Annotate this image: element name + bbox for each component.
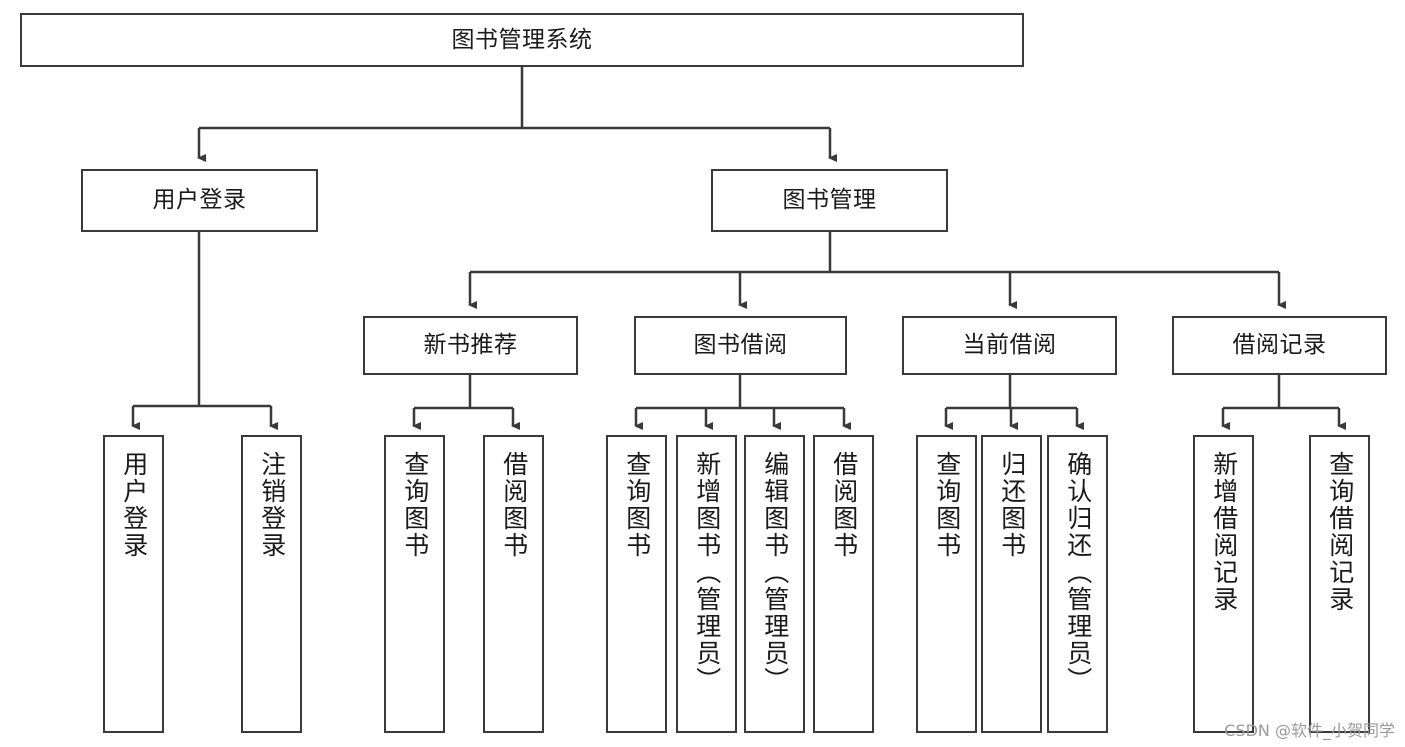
node-label: 查询图书 [932,451,962,559]
node-leaf-query-book-current[interactable]: 查询图书 [916,435,977,733]
node-label: 借阅图书 [829,451,859,559]
node-label: 图书借阅 [693,332,788,358]
node-label: 新增借阅记录 [1209,451,1239,613]
node-label: 图书管理系统 [451,26,593,53]
node-label: 查询图书 [622,451,652,559]
node-label: 归还图书 [997,451,1027,559]
node-label: 确认归还（管理员） [1063,451,1093,694]
node-label: 当前借阅 [962,332,1057,358]
node-leaf-borrow-book[interactable]: 借阅图书 [813,435,874,733]
node-borrow-record[interactable]: 借阅记录 [1172,316,1387,375]
node-label: 查询借阅记录 [1325,451,1355,613]
node-label: 新增图书（管理员） [692,451,722,694]
node-book-borrow[interactable]: 图书借阅 [634,316,847,375]
node-label: 借阅图书 [499,451,529,559]
node-label: 图书管理 [782,187,877,213]
node-leaf-add-book-admin[interactable]: 新增图书（管理员） [676,435,737,733]
node-root-book-management-system[interactable]: 图书管理系统 [20,13,1024,67]
node-leaf-user-login[interactable]: 用户登录 [103,435,164,733]
node-leaf-borrow-book-recommend[interactable]: 借阅图书 [483,435,544,733]
node-label: 注销登录 [257,451,287,559]
node-label: 编辑图书（管理员） [760,451,790,694]
node-user-login[interactable]: 用户登录 [81,169,318,232]
node-leaf-query-book-borrow[interactable]: 查询图书 [606,435,667,733]
node-leaf-edit-book-admin[interactable]: 编辑图书（管理员） [744,435,805,733]
node-label: 查询图书 [400,451,430,559]
node-current-borrow[interactable]: 当前借阅 [902,316,1117,375]
node-leaf-return-book[interactable]: 归还图书 [981,435,1042,733]
node-leaf-logout[interactable]: 注销登录 [241,435,302,733]
node-new-book-recommend[interactable]: 新书推荐 [363,316,578,375]
node-label: 用户登录 [119,451,149,559]
node-leaf-confirm-return-admin[interactable]: 确认归还（管理员） [1047,435,1108,733]
node-leaf-query-borrow-record[interactable]: 查询借阅记录 [1309,435,1370,733]
node-leaf-query-book-recommend[interactable]: 查询图书 [384,435,445,733]
node-label: 用户登录 [152,187,247,213]
node-book-management[interactable]: 图书管理 [711,169,948,232]
watermark-text: CSDN @软件_小贺同学 [1224,721,1395,740]
node-label: 新书推荐 [423,332,518,358]
node-leaf-add-borrow-record[interactable]: 新增借阅记录 [1193,435,1254,733]
node-label: 借阅记录 [1232,332,1327,358]
